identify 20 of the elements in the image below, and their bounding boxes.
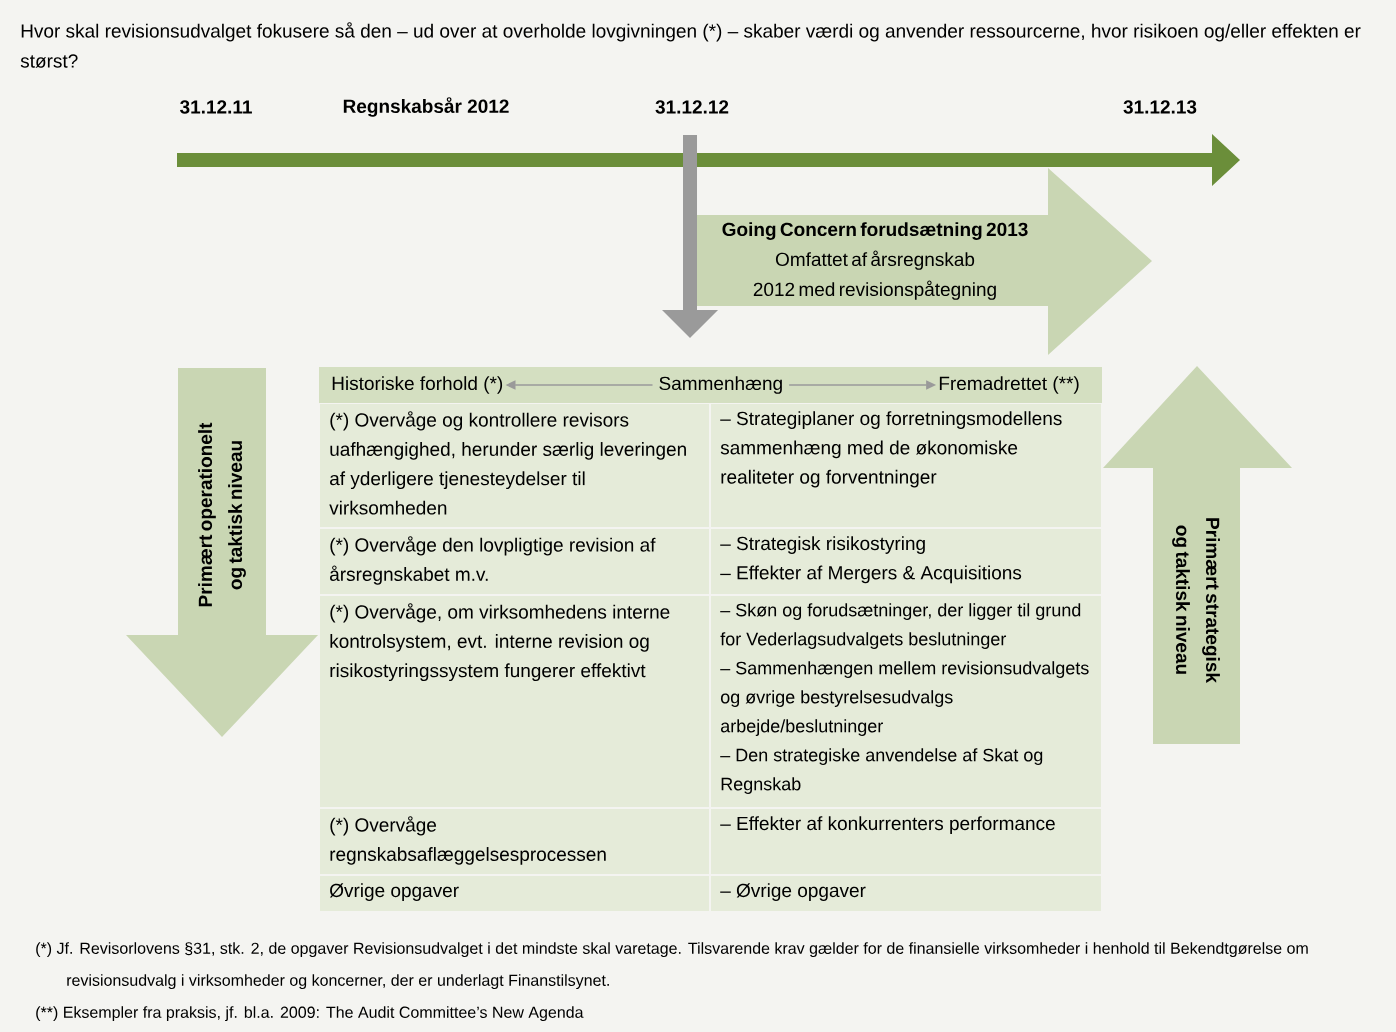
table-cell: (*) Overvåge den lovpligtige revision af årsregnskabet m.v. xyxy=(320,529,709,594)
table-cell: (*) Overvåge og kontrollere revisors uafhængighed, herunder særlig leveringen af yderligere tjenesteydelser til virksomheden xyxy=(320,404,709,527)
footnote: (*) Jf. Revisorlovens §31, stk. 2, de opgaver Revisionsudvalget i det mindste skal varetage. Tilsvarende krav gælder for de finansielle virksomheder i henhold til Bekendtgørelse om revisionsudvalg i virksomheder og koncerner, der er underlagt Finanstilsynet. xyxy=(36,942,1308,990)
table-cell: – Strategisk risikostyring – Effekter af Mergers & Acquisitions xyxy=(711,529,1101,594)
date-label: 31.12.12 xyxy=(655,100,729,114)
date-label: Regnskabsår 2012 xyxy=(343,97,509,117)
table-cell: – Skøn og forudsætninger, der ligger til grund for Vederlagsudvalgets beslutninger – Sammenhængen mellem revisionsudvalgets og øvrige bestyrelsesudvalgs arbejde/beslutninger – Den strategiske anvendelse af Skat og Regnskab xyxy=(711,596,1101,807)
edge-label: Sammenhæng xyxy=(652,370,790,400)
table-cell: (*) Overvåge, om virksomhedens interne kontrolsystem, evt. interne revision og risikostyringssystem fungerer effektivt xyxy=(320,596,709,807)
date-label: 31.12.11 xyxy=(180,100,252,114)
date-label: 31.12.13 xyxy=(1123,100,1197,114)
table-cell: Øvrige opgaver xyxy=(320,876,709,911)
table-cell: – Effekter af konkurrenters performance xyxy=(711,809,1101,874)
table-cell: (*) Overvåge regnskabsaflæggelsesprocessen xyxy=(320,809,709,874)
column-heading: Fremadrettet (**) xyxy=(939,376,1079,394)
title: Hvor skal revisionsudvalget fokusere så den – ud over at overholde lovgivningen (*) – skaber værdi og anvender ressourcerne, hvor risikoen og/eller effekten er størst? xyxy=(20,22,1361,68)
column-heading: Historiske forhold (*) xyxy=(332,376,503,394)
table-cell: – Øvrige opgaver xyxy=(711,876,1101,911)
table-cell: – Strategiplaner og forretningsmodellens sammenhæng med de økonomiske realiteter og forventninger xyxy=(711,404,1101,527)
footnote: (**) Eksempler fra praksis, jf. bl.a. 2009: The Audit Committee’s New Agenda xyxy=(36,1006,584,1022)
